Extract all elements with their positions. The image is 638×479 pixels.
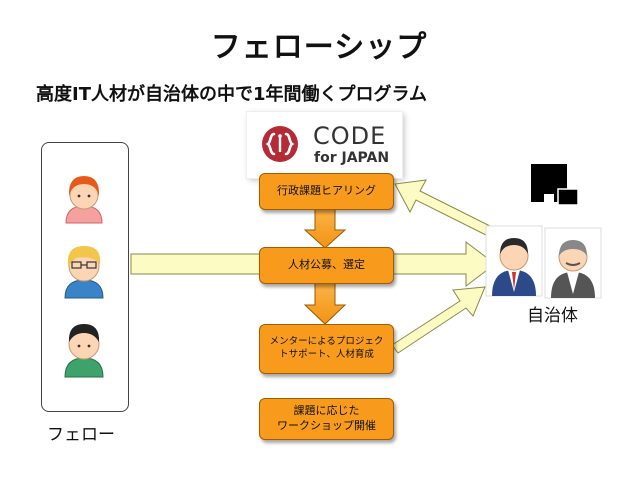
fellow-man-green-icon <box>64 324 104 378</box>
step-workshop: 課題に応じた ワークショップ開催 <box>259 398 394 440</box>
arrow-step1-to-step2 <box>303 207 347 249</box>
step-hearing: 行政課題ヒアリング <box>259 173 394 210</box>
logo-text-for-japan: for JAPAN <box>314 150 390 166</box>
fellow-panel <box>41 142 129 412</box>
step-workshop-label: 課題に応じた ワークショップ開催 <box>277 404 376 432</box>
logo-text-code: CODE <box>313 122 387 150</box>
arrow-municipality-to-step1 <box>394 179 501 241</box>
step-recruitment: 人材公募、選定 <box>259 247 394 284</box>
building-icon <box>531 164 579 206</box>
page-title: フェローシップ <box>210 30 428 65</box>
step-mentoring: メンターによるプロジェク トサポート、人材育成 <box>259 324 394 374</box>
step-mentoring-label: メンターによるプロジェク トサポート、人材育成 <box>269 336 384 360</box>
page-subtitle: 高度IT人材が自治体の中で1年間働くプログラム <box>36 84 427 105</box>
code-for-japan-logo: CODE for JAPAN <box>247 112 402 178</box>
official-suit-icon <box>485 225 543 297</box>
fellow-woman-icon <box>65 176 103 224</box>
fellow-man-glasses-icon <box>64 246 104 299</box>
arrow-step2-to-step3 <box>303 281 347 325</box>
code-for-japan-logo-mark <box>262 126 298 162</box>
municipality-label: 自治体 <box>527 306 578 326</box>
arrow-step3-to-municipality <box>391 286 486 354</box>
fellow-label: フェロー <box>47 425 115 445</box>
official-elder-icon <box>544 227 602 299</box>
